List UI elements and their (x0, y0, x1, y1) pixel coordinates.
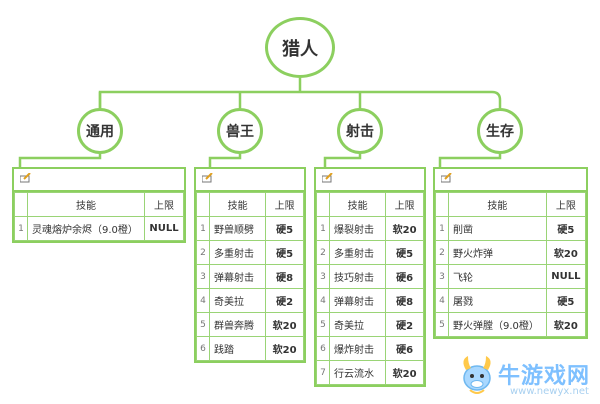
table-header-bar (196, 169, 304, 192)
table-header-row: 技能上限 (14, 192, 184, 217)
edit-icon (202, 173, 213, 183)
edit-icon (322, 173, 333, 183)
root-node: 猎人 (265, 17, 335, 78)
table-header-bar (435, 169, 586, 192)
cap-column-header: 上限 (144, 192, 184, 217)
category-node-survival: 生存 (477, 108, 523, 154)
table-header-bar (316, 169, 424, 192)
category-node-general: 通用 (77, 108, 123, 154)
category-node-marksmanship: 射击 (337, 108, 383, 154)
cow-mascot-icon (463, 356, 491, 394)
edit-icon (20, 173, 31, 183)
category-node-beast-mastery: 兽王 (217, 108, 263, 154)
watermark-name: 牛游戏网 (498, 364, 591, 389)
table-header-row: 技能上限 (316, 192, 424, 217)
watermark-url: www.newyx.net (510, 386, 589, 397)
table-header-row: 技能上限 (196, 192, 304, 217)
table-header-row: 技能上限 (435, 192, 587, 217)
table-header-bar (14, 169, 184, 192)
skill-column-header: 技能 (26, 192, 146, 217)
edit-icon (441, 173, 452, 183)
watermark-logo: 牛游戏网 www.newyx.net (458, 352, 600, 404)
